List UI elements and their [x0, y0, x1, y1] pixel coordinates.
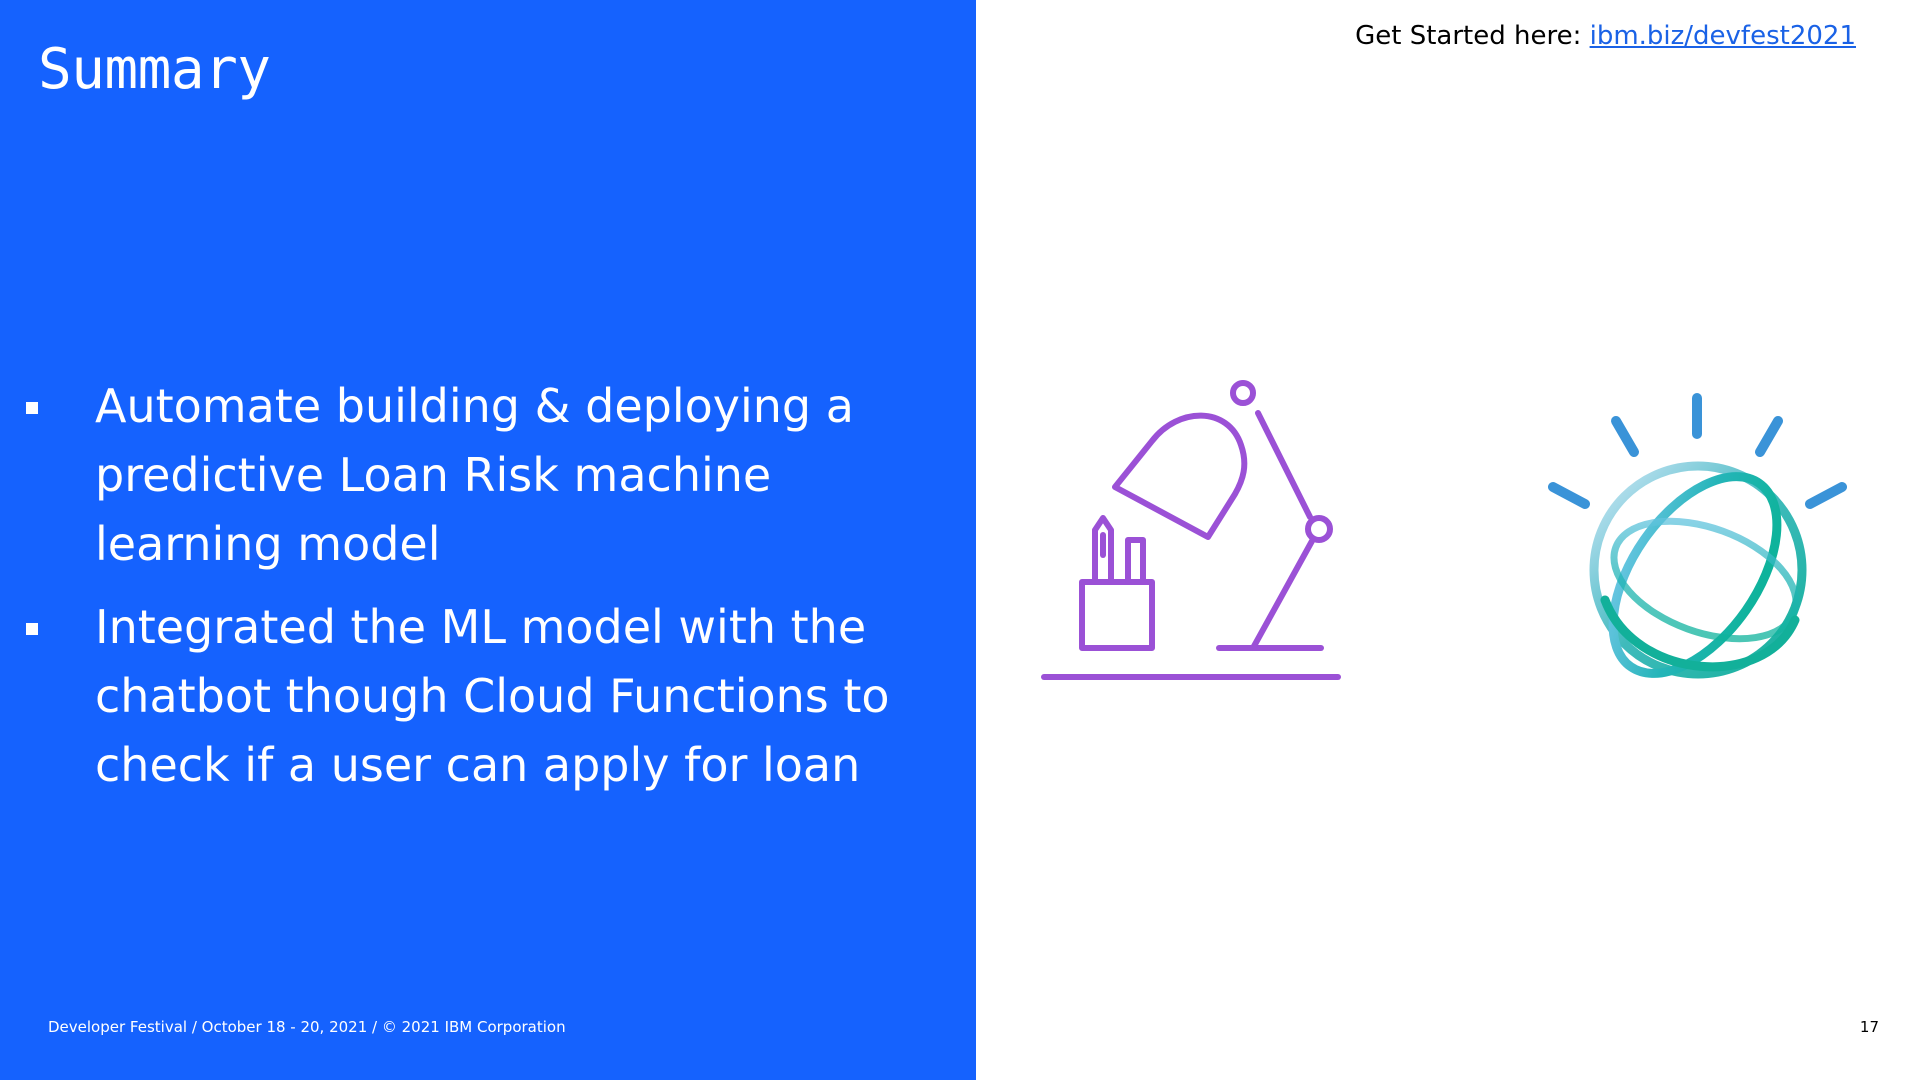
- left-blue-panel: Summary Automate building & deploying a …: [0, 0, 976, 1080]
- pencil: [1092, 515, 1114, 585]
- watson-globe: [1589, 461, 1807, 679]
- bullet-text: Integrated the ML model with the chatbot…: [95, 600, 890, 792]
- desk-lamp-icon: [1041, 380, 1341, 680]
- page-number: 17: [1859, 1018, 1879, 1036]
- bullet-item: Integrated the ML model with the chatbot…: [0, 593, 935, 800]
- lamp-upper-arm: [1255, 410, 1313, 520]
- square-bullet-icon: [26, 623, 38, 635]
- lamp-shade: [1112, 412, 1248, 540]
- bullet-text: Automate building & deploying a predicti…: [95, 379, 854, 571]
- slide-footer: Developer Festival / October 18 - 20, 20…: [48, 1018, 566, 1036]
- lamp-elbow-joint: [1305, 515, 1333, 543]
- ibm-watson-logo: [1548, 393, 1847, 679]
- lamp-top-joint: [1230, 380, 1256, 406]
- get-started-line: Get Started here: ibm.biz/devfest2021: [1355, 18, 1856, 54]
- lamp-lower-arm: [1250, 538, 1315, 651]
- watson-rays: [1548, 393, 1847, 509]
- square-bullet-icon: [26, 402, 38, 414]
- slide-title: Summary: [38, 37, 271, 102]
- bullet-list: Automate building & deploying a predicti…: [0, 372, 960, 814]
- bullet-item: Automate building & deploying a predicti…: [0, 372, 935, 579]
- pen: [1125, 537, 1146, 585]
- get-started-label: Get Started here:: [1355, 21, 1590, 51]
- devfest-link[interactable]: ibm.biz/devfest2021: [1589, 21, 1856, 51]
- pencil-cup: [1079, 579, 1155, 651]
